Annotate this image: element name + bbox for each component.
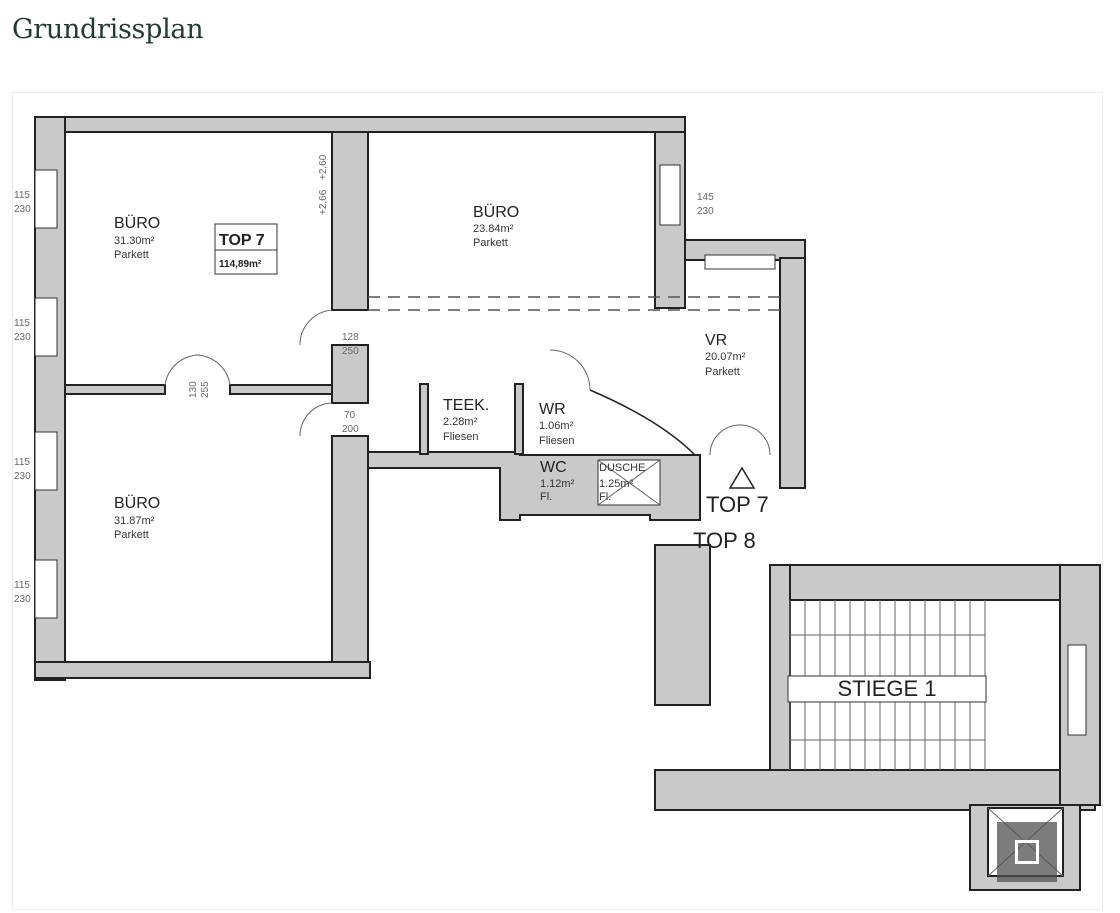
wall-divider-a <box>64 384 166 395</box>
svg-text:115: 115 <box>14 580 30 591</box>
stair-label-box <box>787 675 987 703</box>
stair-window <box>1067 644 1087 736</box>
wall-middle-lower <box>331 435 369 663</box>
wall-stair-left <box>769 564 791 781</box>
svg-text:Parkett: Parkett <box>705 366 740 378</box>
svg-text:Fl.: Fl. <box>599 491 611 503</box>
svg-text:230: 230 <box>14 332 31 343</box>
room-buero-1: BÜRO 31.30m² Parkett <box>114 214 160 261</box>
svg-text:Fl.: Fl. <box>540 491 552 503</box>
svg-text:230: 230 <box>14 594 31 605</box>
svg-text:BÜRO: BÜRO <box>114 214 160 232</box>
svg-text:128: 128 <box>342 332 359 343</box>
door-swings <box>164 309 771 456</box>
svg-text:115: 115 <box>14 457 30 468</box>
beam-lines <box>368 296 780 311</box>
svg-text:WC: WC <box>540 459 567 476</box>
wall-divider-b <box>229 384 333 395</box>
svg-text:31.87m²: 31.87m² <box>114 515 155 527</box>
svg-text:230: 230 <box>697 206 714 217</box>
svg-text:Parkett: Parkett <box>114 529 149 541</box>
stair-label: STIEGE 1 <box>837 676 936 701</box>
svg-text:1.12m²: 1.12m² <box>540 478 575 490</box>
svg-text:31.30m²: 31.30m² <box>114 235 155 247</box>
wall-wr <box>514 383 524 455</box>
svg-text:1.06m²: 1.06m² <box>539 420 574 432</box>
svg-text:115: 115 <box>14 318 30 329</box>
wall-teek <box>419 383 429 455</box>
svg-text:255: 255 <box>200 381 211 398</box>
svg-text:Fliesen: Fliesen <box>539 435 574 447</box>
svg-text:BÜRO: BÜRO <box>473 203 519 221</box>
room-buero-2: BÜRO 23.84m² Parkett <box>473 203 519 249</box>
page-title: Grundrissplan <box>12 14 204 45</box>
svg-text:+2,60: +2,60 <box>318 154 329 180</box>
room-teek: TEEK. 2.28m² Fliesen <box>443 397 489 443</box>
room-buero-3: BÜRO 31.87m² Parkett <box>114 494 160 541</box>
floorplan-frame <box>12 92 1103 910</box>
svg-text:115: 115 <box>14 190 30 201</box>
room-vr: VR 20.07m² Parkett <box>705 332 746 378</box>
wall-bottom <box>34 661 371 679</box>
room-wr: WR 1.06m² Fliesen <box>539 401 574 447</box>
svg-text:145: 145 <box>697 192 714 203</box>
wall-middle-mid <box>331 344 369 404</box>
svg-text:+2,66: +2,66 <box>318 189 329 215</box>
dimension-labels: 115 230 115 230 115 230 115 230 145 230 … <box>14 154 714 605</box>
svg-text:23.84m²: 23.84m² <box>473 223 514 235</box>
room-wc: WC 1.12m² Fl. <box>540 459 575 503</box>
entrance-label: TOP 7 <box>706 492 769 517</box>
entrance-arrow-icon <box>728 466 756 489</box>
windows <box>34 164 776 619</box>
svg-text:200: 200 <box>342 424 359 435</box>
svg-text:2.28m²: 2.28m² <box>443 416 478 428</box>
svg-text:250: 250 <box>342 346 359 357</box>
fullscreen-button[interactable] <box>997 822 1057 882</box>
svg-text:1.25m²: 1.25m² <box>599 478 634 490</box>
wall-middle-upper <box>331 131 369 311</box>
svg-text:VR: VR <box>705 332 727 349</box>
svg-text:WR: WR <box>539 401 566 418</box>
neighbor-label: TOP 8 <box>693 528 756 553</box>
wall-top <box>34 116 686 133</box>
svg-text:20.07m²: 20.07m² <box>705 351 746 363</box>
room-dusche: DUSCHE 1.25m² Fl. <box>597 459 661 506</box>
svg-text:70: 70 <box>344 410 356 421</box>
svg-text:BÜRO: BÜRO <box>114 494 160 512</box>
unit-box-area: 114,89m² <box>219 259 262 270</box>
svg-text:Parkett: Parkett <box>114 249 149 261</box>
wall-corridor <box>654 544 711 706</box>
svg-text:DUSCHE: DUSCHE <box>599 462 645 474</box>
svg-text:130: 130 <box>188 381 199 398</box>
unit-box-name: TOP 7 <box>219 232 265 249</box>
svg-text:TEEK.: TEEK. <box>443 397 489 414</box>
svg-text:Parkett: Parkett <box>473 237 508 249</box>
wall-vr-right <box>779 257 806 489</box>
svg-text:230: 230 <box>14 204 31 215</box>
svg-text:Fliesen: Fliesen <box>443 431 478 443</box>
svg-text:230: 230 <box>14 471 31 482</box>
wall-stair-top <box>769 564 1101 601</box>
unit-box <box>214 223 278 275</box>
wall-stair-bottom <box>654 769 1096 811</box>
